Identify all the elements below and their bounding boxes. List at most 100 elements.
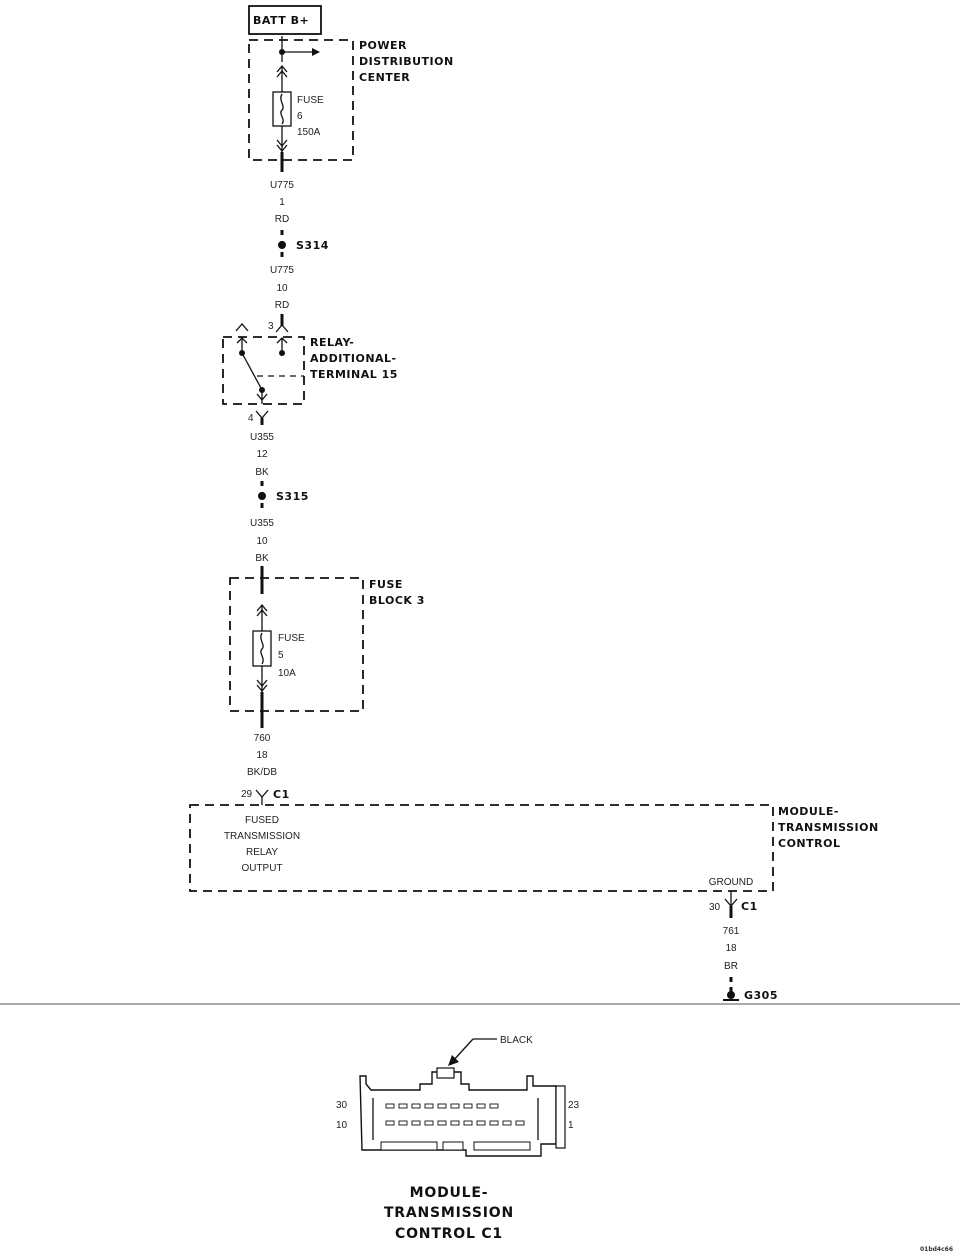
connector-color-label: BLACK [500, 1035, 533, 1046]
tcm-label-1: MODULE- [778, 805, 839, 818]
fuse-6-element-icon [280, 93, 284, 125]
splice-s315-label: S315 [276, 490, 309, 503]
fuse-5-element-icon [260, 632, 264, 665]
wire5-color: BK/DB [247, 767, 277, 778]
wire5-circuit: 760 [254, 733, 271, 744]
pdc-bus-arrow-icon [312, 48, 320, 56]
connector-housing-icon [359, 1071, 557, 1157]
relay-pin-3: 3 [268, 321, 274, 332]
pdc-terminal-bottom-icon [276, 139, 288, 148]
wire3-gauge: 12 [256, 449, 268, 460]
cavity-icon [450, 1120, 460, 1126]
tcm-pin-29: 29 [241, 789, 253, 800]
wire2-circuit: U775 [270, 265, 294, 276]
relay-output-arrow-icon [256, 393, 268, 402]
cavity-icon [398, 1120, 408, 1126]
large-cavity-icon [380, 1141, 438, 1151]
connector-title-1: MODULE- [410, 1185, 489, 1201]
relay-label-3: TERMINAL 15 [310, 368, 398, 381]
large-cavity-icon [473, 1141, 531, 1151]
relay-pin-4: 4 [248, 413, 254, 424]
relay-label-1: RELAY- [310, 336, 354, 349]
wire6-circuit: 761 [723, 926, 740, 937]
connector-title-2: TRANSMISSION [384, 1205, 514, 1221]
wire4-gauge: 10 [256, 536, 268, 547]
figure-id: 01bd4c66 [920, 1246, 953, 1253]
tcm-conn-c1-input: C1 [273, 788, 290, 801]
power-distribution-center: POWER DISTRIBUTION CENTER FUSE 6 150A [248, 36, 454, 161]
cavity-icon [502, 1120, 512, 1126]
pdc-label-3: CENTER [359, 71, 410, 84]
wire6-color: BR [724, 961, 738, 972]
fuse-5-label: FUSE [278, 633, 305, 644]
tcm-function-1: FUSED [245, 815, 279, 826]
fuse-6-label: FUSE [297, 95, 324, 106]
ground-node-icon [727, 991, 735, 999]
tcm-function-3: RELAY [246, 847, 278, 858]
connector-seal-icon [555, 1085, 566, 1149]
ground-label: G305 [744, 989, 778, 1002]
splice-s315-node [258, 492, 266, 500]
connector-pin-1-label: 1 [568, 1120, 574, 1131]
cavity-icon [385, 1103, 395, 1109]
cavity-icon [463, 1103, 473, 1109]
tcm-function-4: OUTPUT [241, 863, 282, 874]
connector-large-cavities [380, 1141, 531, 1151]
relay-outline [222, 336, 305, 405]
pdc-label-2: DISTRIBUTION [359, 55, 454, 68]
wire2-color: RD [275, 300, 289, 311]
connector-pin-10-label: 10 [336, 1120, 348, 1131]
wire3-color: BK [255, 467, 269, 478]
cavity-icon [411, 1103, 421, 1109]
pdc-terminal-bottom-icon-2 [276, 144, 288, 153]
splice-s314-label: S314 [296, 239, 329, 252]
cavity-icon [437, 1120, 447, 1126]
wire3-circuit: U355 [250, 432, 274, 443]
cavity-icon [489, 1120, 499, 1126]
tcm-pin-30: 30 [709, 902, 721, 913]
relay-switch-arm-icon [241, 352, 263, 391]
fuseblock-label-2: BLOCK 3 [369, 594, 425, 607]
battery-label: BATT B+ [253, 14, 309, 27]
relay-aux-terminal-icon [235, 323, 249, 332]
fuseblock-label-1: FUSE [369, 578, 403, 591]
fuse-5-rating: 10A [278, 668, 296, 679]
fuse-5-terminal-bottom-icon [256, 679, 268, 688]
wire5-gauge: 18 [256, 750, 268, 761]
wire1-color: RD [275, 214, 289, 225]
fuseblock-outline [229, 577, 364, 712]
fuse-5-number: 5 [278, 650, 284, 661]
wire4-color: BK [255, 553, 269, 564]
cavity-icon [424, 1103, 434, 1109]
relay-additional-terminal-15: 3 RELAY- ADDITIONAL- TERMINAL 15 4 [222, 314, 398, 425]
connector-callout-leader [451, 1038, 474, 1063]
fuse-block-3: FUSE BLOCK 3 FUSE 5 10A [229, 566, 425, 728]
ground-g305: G305 [723, 977, 778, 1002]
relay-pin-4-connector-icon [255, 410, 269, 419]
wire1-circuit: U775 [270, 180, 294, 191]
cavity-icon [437, 1103, 447, 1109]
cavity-icon [450, 1103, 460, 1109]
cavity-icon [385, 1120, 395, 1126]
tcm-label-3: CONTROL [778, 837, 840, 850]
connector-c1-view: BLACK [336, 1035, 580, 1242]
pdc-outline [248, 39, 354, 161]
pdc-label-1: POWER [359, 39, 407, 52]
tcm-ground-label: GROUND [709, 877, 753, 888]
cavity-icon [424, 1120, 434, 1126]
connector-title-3: CONTROL C1 [395, 1226, 503, 1242]
tcm-outline [189, 804, 774, 892]
connector-pin-30-label: 30 [336, 1100, 348, 1111]
tcm-label-2: TRANSMISSION [778, 821, 879, 834]
wire1-gauge: 1 [279, 197, 285, 208]
cavity-icon [411, 1120, 421, 1126]
cavity-icon [476, 1120, 486, 1126]
connector-pin-row-top [385, 1103, 499, 1109]
fuse-6-number: 6 [297, 111, 303, 122]
fuse-6-rating: 150A [297, 127, 321, 138]
cavity-icon [398, 1103, 408, 1109]
tcm-pin-29-connector-icon [255, 789, 269, 798]
cavity-icon [489, 1103, 499, 1109]
splice-s314-node [278, 241, 286, 249]
